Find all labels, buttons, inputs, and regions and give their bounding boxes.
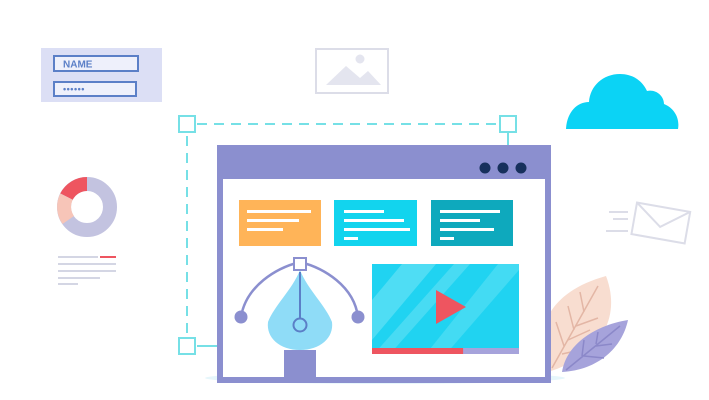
window-dot-2 bbox=[497, 162, 509, 174]
content-card-cyan bbox=[334, 200, 417, 246]
video-progress-fill bbox=[372, 348, 464, 354]
window-dot-1 bbox=[479, 162, 491, 174]
envelope-icon bbox=[606, 201, 692, 245]
video-player bbox=[372, 264, 519, 354]
window-title-bar bbox=[220, 148, 548, 179]
window-dot-3 bbox=[515, 162, 527, 174]
selection-handle-top-left bbox=[178, 115, 196, 133]
content-card-teal bbox=[431, 200, 513, 246]
password-field: •••••• bbox=[53, 81, 137, 97]
text-lines-icon bbox=[58, 256, 116, 285]
selection-handle-top-right bbox=[499, 115, 517, 133]
play-icon bbox=[436, 290, 466, 324]
content-card-orange bbox=[239, 200, 321, 246]
pen-anchor-left bbox=[234, 310, 248, 324]
pen-anchor-right bbox=[351, 310, 365, 324]
pen-tool-icon bbox=[234, 257, 365, 380]
login-card-icon: NAME •••••• bbox=[41, 48, 162, 102]
selection-frame bbox=[178, 115, 517, 355]
donut-chart-icon bbox=[57, 177, 117, 237]
password-field-mask: •••••• bbox=[63, 84, 85, 94]
selection-handle-bottom-left bbox=[178, 337, 196, 355]
leaf-icon bbox=[542, 276, 628, 372]
name-field: NAME bbox=[53, 55, 139, 72]
name-field-label: NAME bbox=[63, 60, 93, 71]
image-placeholder-icon bbox=[315, 48, 389, 94]
cloud-icon bbox=[566, 74, 679, 129]
